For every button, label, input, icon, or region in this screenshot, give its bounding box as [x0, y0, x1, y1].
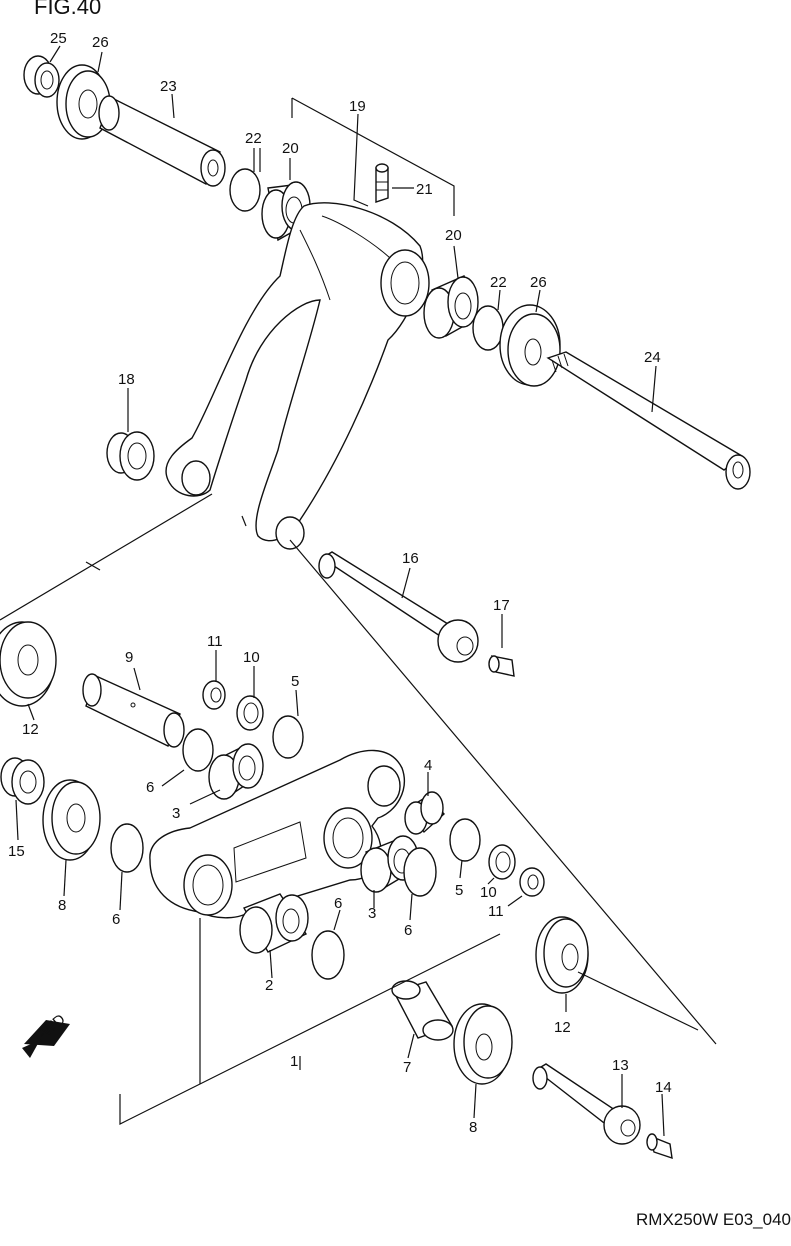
callout-15: 15 [8, 843, 25, 860]
callout-21: 21 [416, 181, 433, 198]
callout-3-lower: 3 [368, 905, 376, 922]
callout-7: 7 [403, 1059, 411, 1076]
callout-13: 13 [612, 1057, 629, 1074]
callout-5-upper: 5 [291, 673, 299, 690]
callout-6-upper: 6 [146, 779, 154, 796]
nut-14 [646, 1133, 673, 1160]
bolt-24 [546, 351, 751, 490]
callout-22-upper: 22 [245, 130, 262, 147]
callout-4: 4 [424, 757, 432, 774]
callout-11-upper: 11 [207, 633, 223, 650]
callout-23: 23 [160, 78, 177, 95]
callout-14: 14 [655, 1079, 672, 1096]
oring-6-upper [182, 728, 214, 772]
callout-22-right: 22 [490, 274, 507, 291]
group-brackets [0, 97, 717, 1125]
figure-title: FIG.40 [34, 0, 102, 19]
callout-6-mid: 6 [404, 922, 412, 939]
callout-6-left: 6 [112, 911, 120, 928]
diagram-code: RMX250W E03_040 [636, 1210, 791, 1229]
callout-17: 17 [493, 597, 510, 614]
bolt-13 [532, 1063, 641, 1145]
washer-12-right [535, 916, 589, 994]
callout-20-right: 20 [445, 227, 462, 244]
washer-8-left [42, 779, 101, 861]
callout-1: 1 [290, 1053, 298, 1070]
pin-7 [391, 980, 454, 1041]
needle-bearing-2 [239, 893, 309, 954]
nut-17 [488, 655, 515, 677]
callout-24: 24 [644, 349, 661, 366]
callout-12-left: 12 [22, 721, 39, 738]
callout-26-upper: 26 [92, 34, 109, 51]
needle-bearing-20-right [423, 275, 479, 339]
bushing-18 [106, 431, 155, 481]
callout-10-lower: 10 [480, 884, 497, 901]
bolt-16 [318, 551, 479, 663]
oring-6-left [110, 823, 144, 873]
oring-6-lower [311, 930, 345, 980]
callout-2: 2 [265, 977, 273, 994]
callout-26-right: 26 [530, 274, 547, 291]
grease-nipple-21 [375, 163, 389, 203]
callout-8-lower: 8 [469, 1119, 477, 1136]
nut-11-lower [519, 867, 545, 897]
callout-6-lower: 6 [334, 895, 342, 912]
ring-10-upper [236, 695, 264, 731]
callout-19: 19 [349, 98, 366, 115]
oring-22-upper [229, 168, 261, 212]
callout-8-left: 8 [58, 897, 66, 914]
callout-12-right: 12 [554, 1019, 571, 1036]
callout-10-upper: 10 [243, 649, 260, 666]
pin-9 [82, 673, 185, 748]
fwd-arrow-icon: FWD [22, 1011, 70, 1058]
sleeve-23 [98, 95, 226, 187]
washer-26-right [499, 304, 561, 387]
ring-10-lower [488, 844, 516, 880]
callout-20-upper: 20 [282, 140, 299, 157]
bushing-25 [23, 55, 60, 98]
washer-12-left [0, 621, 57, 707]
callout-9: 9 [125, 649, 133, 666]
washer-8-lower [453, 1003, 513, 1085]
oring-6-mid [403, 847, 437, 897]
spacer-4 [404, 791, 445, 835]
callout-11-lower: 11 [488, 903, 504, 920]
oring-5-lower [449, 818, 481, 862]
bushing-15 [0, 757, 45, 805]
cushion-lever-19 [165, 202, 430, 550]
cushion-rod-1 [149, 749, 405, 919]
needle-bearing-3-upper [208, 743, 264, 800]
nut-11-upper [202, 680, 226, 710]
leader-lines [15, 45, 665, 1137]
callout-5-lower: 5 [455, 882, 463, 899]
callout-16: 16 [402, 550, 419, 567]
callout-25: 25 [50, 30, 67, 47]
callout-3-upper: 3 [172, 805, 180, 822]
callout-18: 18 [118, 371, 135, 388]
oring-5-upper [272, 715, 304, 759]
oring-22-right [472, 305, 504, 351]
callout-labels: 25 26 23 19 22 20 21 20 22 26 24 18 16 1… [8, 30, 672, 1136]
